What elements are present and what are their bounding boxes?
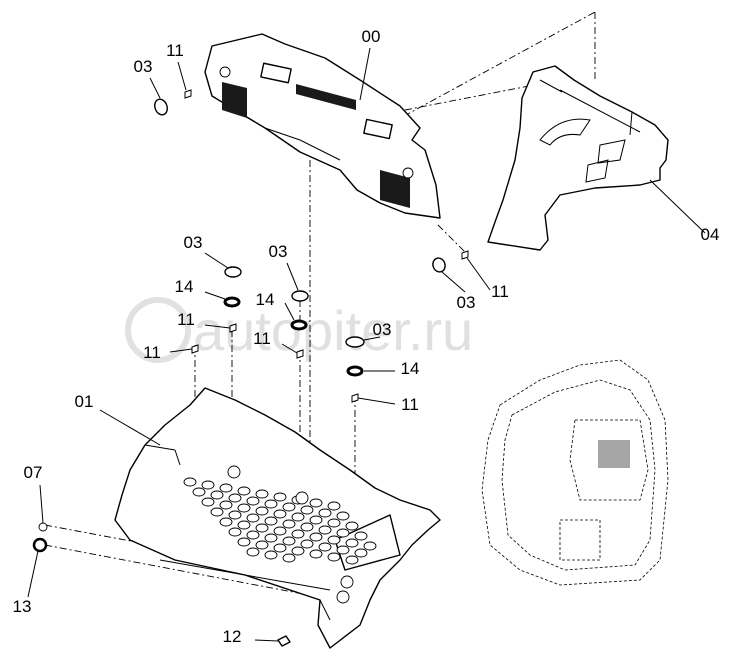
callout-12-20: 12 bbox=[223, 627, 242, 646]
cabin-view bbox=[481, 359, 669, 586]
callout-11-7: 11 bbox=[491, 282, 509, 301]
callout-03-6: 03 bbox=[269, 242, 288, 261]
callout-11-13: 11 bbox=[253, 329, 271, 348]
callout-00-1: 00 bbox=[362, 27, 381, 46]
callout-03-12: 03 bbox=[373, 320, 392, 339]
callout-11-2: 11 bbox=[166, 41, 184, 60]
callout-11-17: 11 bbox=[401, 395, 419, 414]
callout-11-14: 11 bbox=[143, 343, 161, 362]
cap-03-c bbox=[291, 290, 309, 302]
ring-14-c bbox=[346, 365, 364, 377]
small-parts bbox=[32, 89, 469, 647]
callout-07-18: 07 bbox=[24, 463, 43, 482]
callout-11-11: 11 bbox=[177, 310, 195, 329]
cap-03-a bbox=[154, 98, 168, 116]
callout-14-15: 14 bbox=[401, 359, 420, 378]
cap-03-d bbox=[432, 257, 446, 273]
washer-13 bbox=[32, 537, 48, 553]
watermark: autopiter.ru bbox=[125, 297, 473, 363]
part-04-side-cover bbox=[487, 65, 669, 251]
callout-13-19: 13 bbox=[13, 597, 32, 616]
callout-14-9: 14 bbox=[256, 290, 275, 309]
cap-03-e bbox=[345, 336, 365, 348]
ring-14-b bbox=[290, 319, 308, 331]
part-01-floor-cover bbox=[114, 387, 441, 649]
callout-01-16: 01 bbox=[75, 392, 94, 411]
callout-14-8: 14 bbox=[175, 277, 194, 296]
watermark-text: autopiter.ru bbox=[193, 299, 473, 362]
callout-03-10: 03 bbox=[457, 293, 476, 312]
leader-lines bbox=[27, 47, 706, 642]
callout-labels: 00 11 03 04 03 03 11 14 14 03 11 03 11 11 14 01 11 07 13 12 bbox=[13, 27, 720, 646]
callout-04-4: 04 bbox=[701, 225, 720, 244]
part-00-upper-panel bbox=[204, 33, 441, 219]
callout-03-3: 03 bbox=[134, 57, 153, 76]
floor-hole-grid bbox=[183, 477, 377, 565]
clip-11-set bbox=[184, 89, 469, 403]
ring-14-a bbox=[223, 296, 241, 308]
bolt-07 bbox=[38, 522, 48, 532]
screw-12 bbox=[277, 635, 291, 647]
cap-03-b bbox=[224, 266, 242, 278]
callout-03-5: 03 bbox=[184, 233, 203, 252]
